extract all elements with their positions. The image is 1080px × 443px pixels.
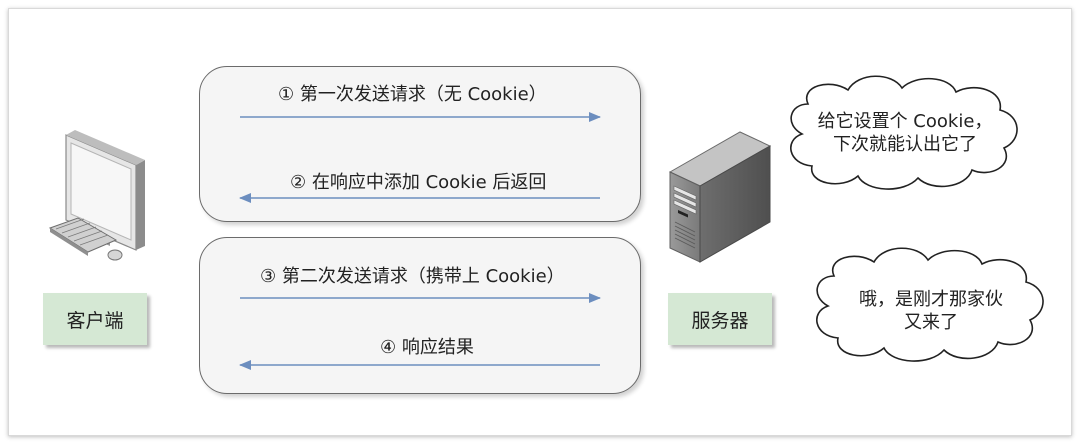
client-label: 客户端 <box>43 293 147 345</box>
first-request-panel <box>199 66 641 222</box>
thought-cloud-2 <box>816 247 1044 362</box>
message-first-request: ① 第一次发送请求（无 Cookie） <box>278 84 547 105</box>
cloud-1-text: 给它设置个 Cookie， 下次就能认出它了 <box>800 110 1010 156</box>
message-first-response: ② 在响应中添加 Cookie 后返回 <box>290 172 547 193</box>
second-request-panel <box>199 237 641 394</box>
server-icon <box>668 131 772 263</box>
client-computer-icon <box>48 130 145 261</box>
server-label: 服务器 <box>668 293 772 345</box>
message-second-request: ③ 第二次发送请求（携带上 Cookie） <box>260 266 565 287</box>
cloud-1-line-1: 给它设置个 Cookie， <box>817 111 993 132</box>
cloud-2-text: 哦，是刚才那家伙 又来了 <box>826 288 1036 334</box>
cloud-2-line-2: 又来了 <box>904 312 958 333</box>
cloud-2-line-1: 哦，是刚才那家伙 <box>859 289 1003 310</box>
thought-cloud-1 <box>790 75 1018 190</box>
cloud-1-line-2: 下次就能认出它了 <box>833 134 977 155</box>
message-second-response: ④ 响应结果 <box>380 337 474 358</box>
